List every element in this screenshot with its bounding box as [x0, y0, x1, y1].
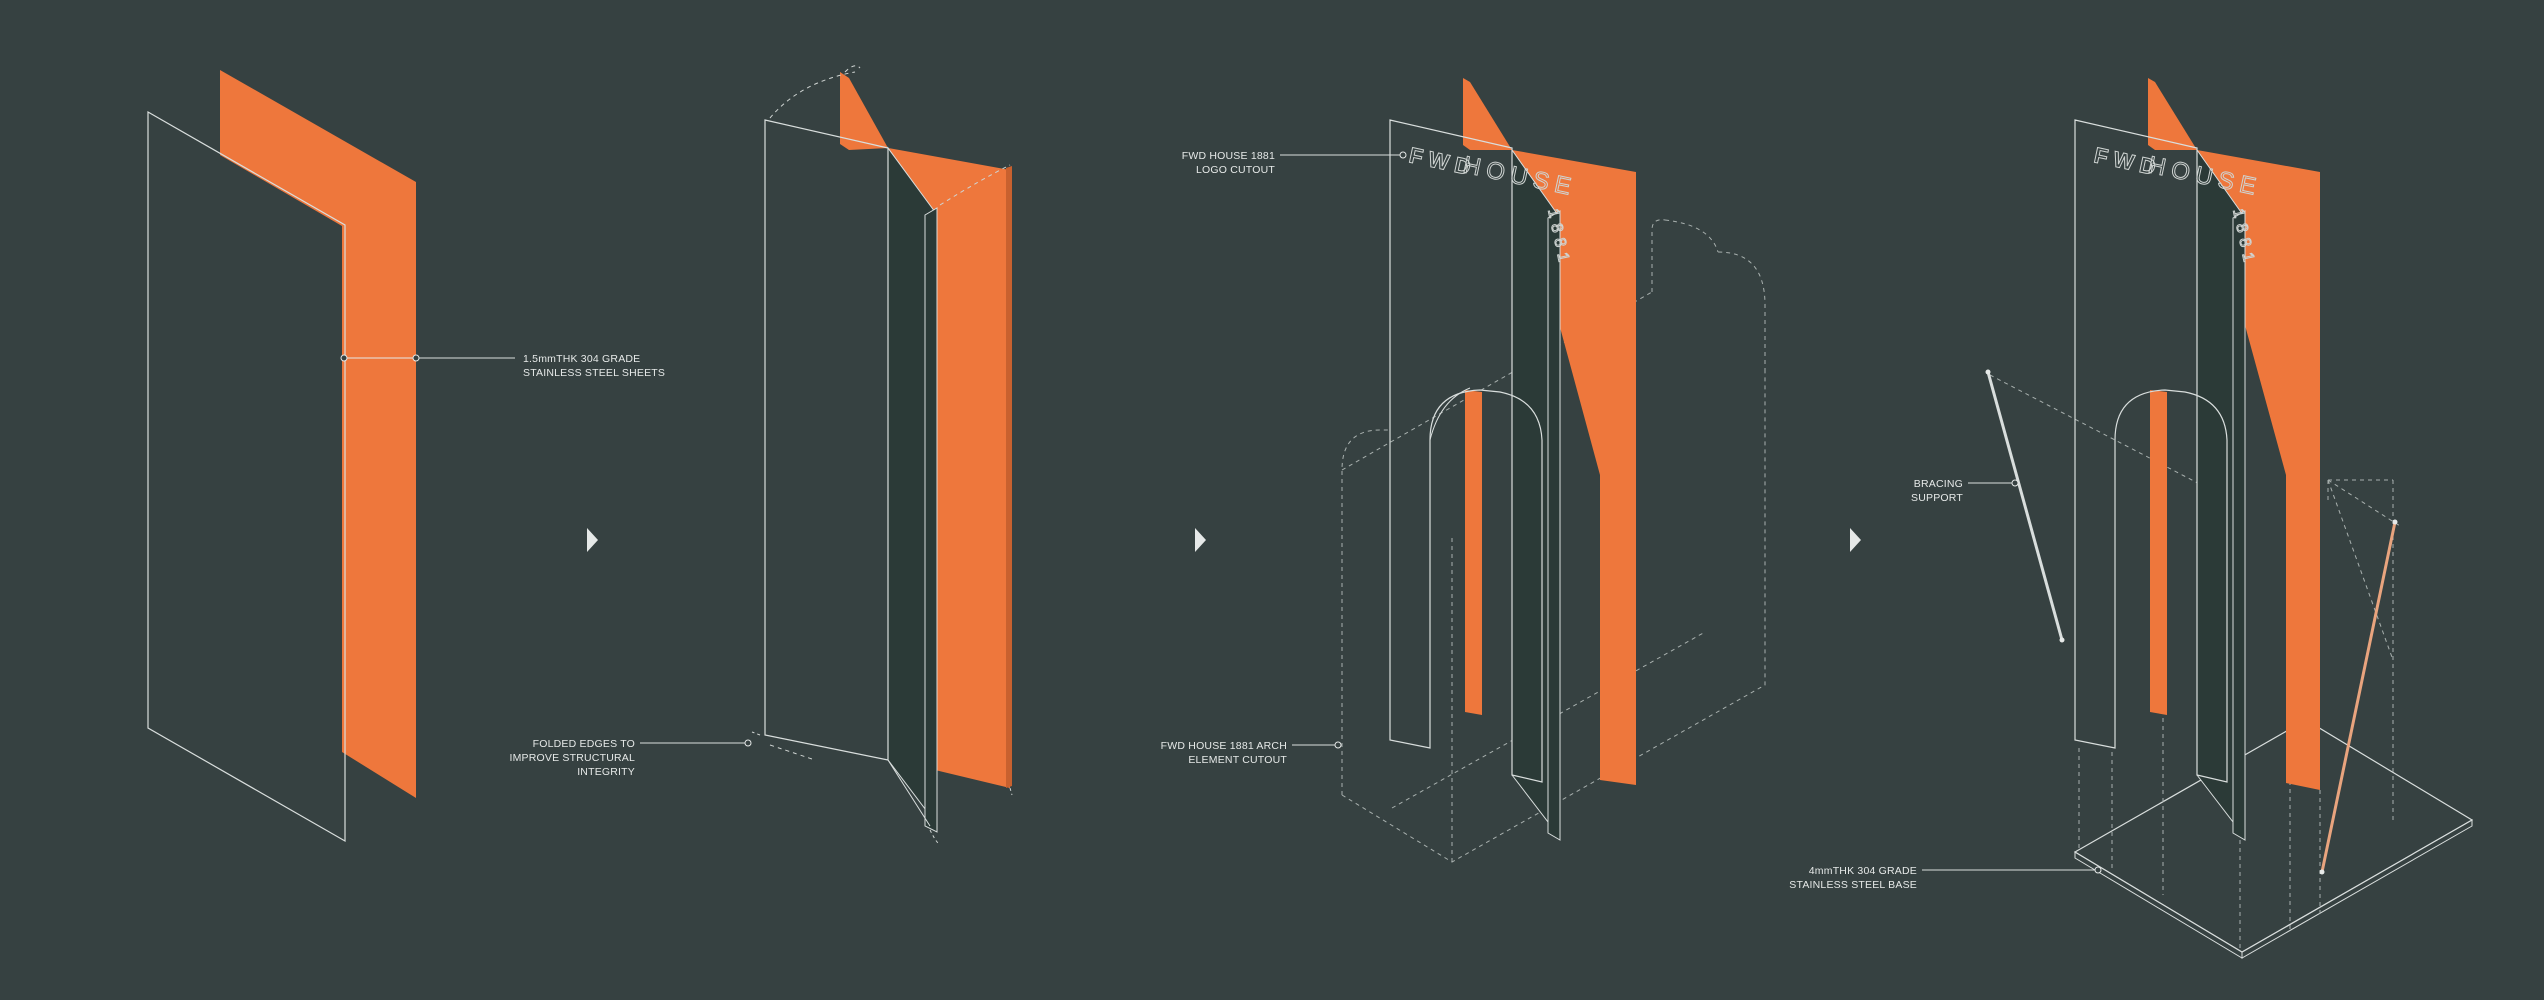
front-sheet-outline	[147, 110, 346, 843]
sheets-label-line-2: STAINLESS STEEL SHEETS	[523, 367, 665, 379]
bracing-rod-left	[1986, 371, 2064, 641]
steel-base-plate	[2073, 719, 2474, 953]
arch-cutout-label-line-2: ELEMENT CUTOUT	[1188, 754, 1287, 766]
fold-strip	[924, 207, 938, 833]
orange-sheet	[220, 70, 416, 798]
logo-cutout-label-line-2: LOGO CUTOUT	[1196, 164, 1275, 176]
arch-cutout-label-line-1: FWD HOUSE 1881 ARCH	[1161, 740, 1287, 752]
stage-4-assembly: FWD HOUSE 1881 BRACING SUPPORT 4mmTHK 30…	[1789, 78, 2474, 959]
base-label-line-2: STAINLESS STEEL BASE	[1789, 879, 1917, 891]
sheets-label-line-1: 1.5mmTHK 304 GRADE	[523, 353, 640, 365]
play-arrow-icon	[1195, 528, 1206, 552]
orange-fin-top	[840, 72, 849, 150]
front-panel-outline	[1389, 119, 1543, 783]
stage-3-cutouts: FWD HOUSE 1881 FWD HOUSE 1881 LOGO CUTOU…	[1161, 78, 1766, 863]
front-panel-outline	[2074, 119, 2228, 783]
orange-panel	[888, 148, 1010, 788]
orange-panel	[1512, 150, 1636, 785]
logo-cutout-label-line-1: FWD HOUSE 1881	[1182, 150, 1275, 162]
folded-label-line-3: INTEGRITY	[577, 766, 635, 778]
fold-strip	[1547, 210, 1561, 841]
bracing-rod-right	[2320, 521, 2397, 873]
orange-fin-top	[1463, 78, 1470, 150]
orange-panel	[2197, 150, 2320, 790]
fold-strip	[2232, 210, 2246, 841]
orange-fin-face	[849, 78, 888, 150]
stage-2-folded: FOLDED EDGES TO IMPROVE STRUCTURAL INTEG…	[509, 65, 1013, 844]
stage-1-sheets: 1.5mmTHK 304 GRADE STAINLESS STEEL SHEET…	[147, 70, 665, 843]
front-panel-outline	[764, 119, 889, 761]
orange-fin-top	[2148, 78, 2155, 150]
bracing-label-line-2: SUPPORT	[1911, 492, 1963, 504]
folded-label-line-2: IMPROVE STRUCTURAL	[509, 752, 635, 764]
play-arrow-icon	[587, 528, 598, 552]
orange-fin-face	[2155, 82, 2197, 150]
bracing-label-line-1: BRACING	[1914, 478, 1963, 490]
base-label-line-1: 4mmTHK 304 GRADE	[1809, 865, 1917, 877]
folded-label-line-1: FOLDED EDGES TO	[533, 738, 635, 750]
orange-fin-face	[1470, 82, 1512, 150]
play-arrow-icon	[1850, 528, 1861, 552]
